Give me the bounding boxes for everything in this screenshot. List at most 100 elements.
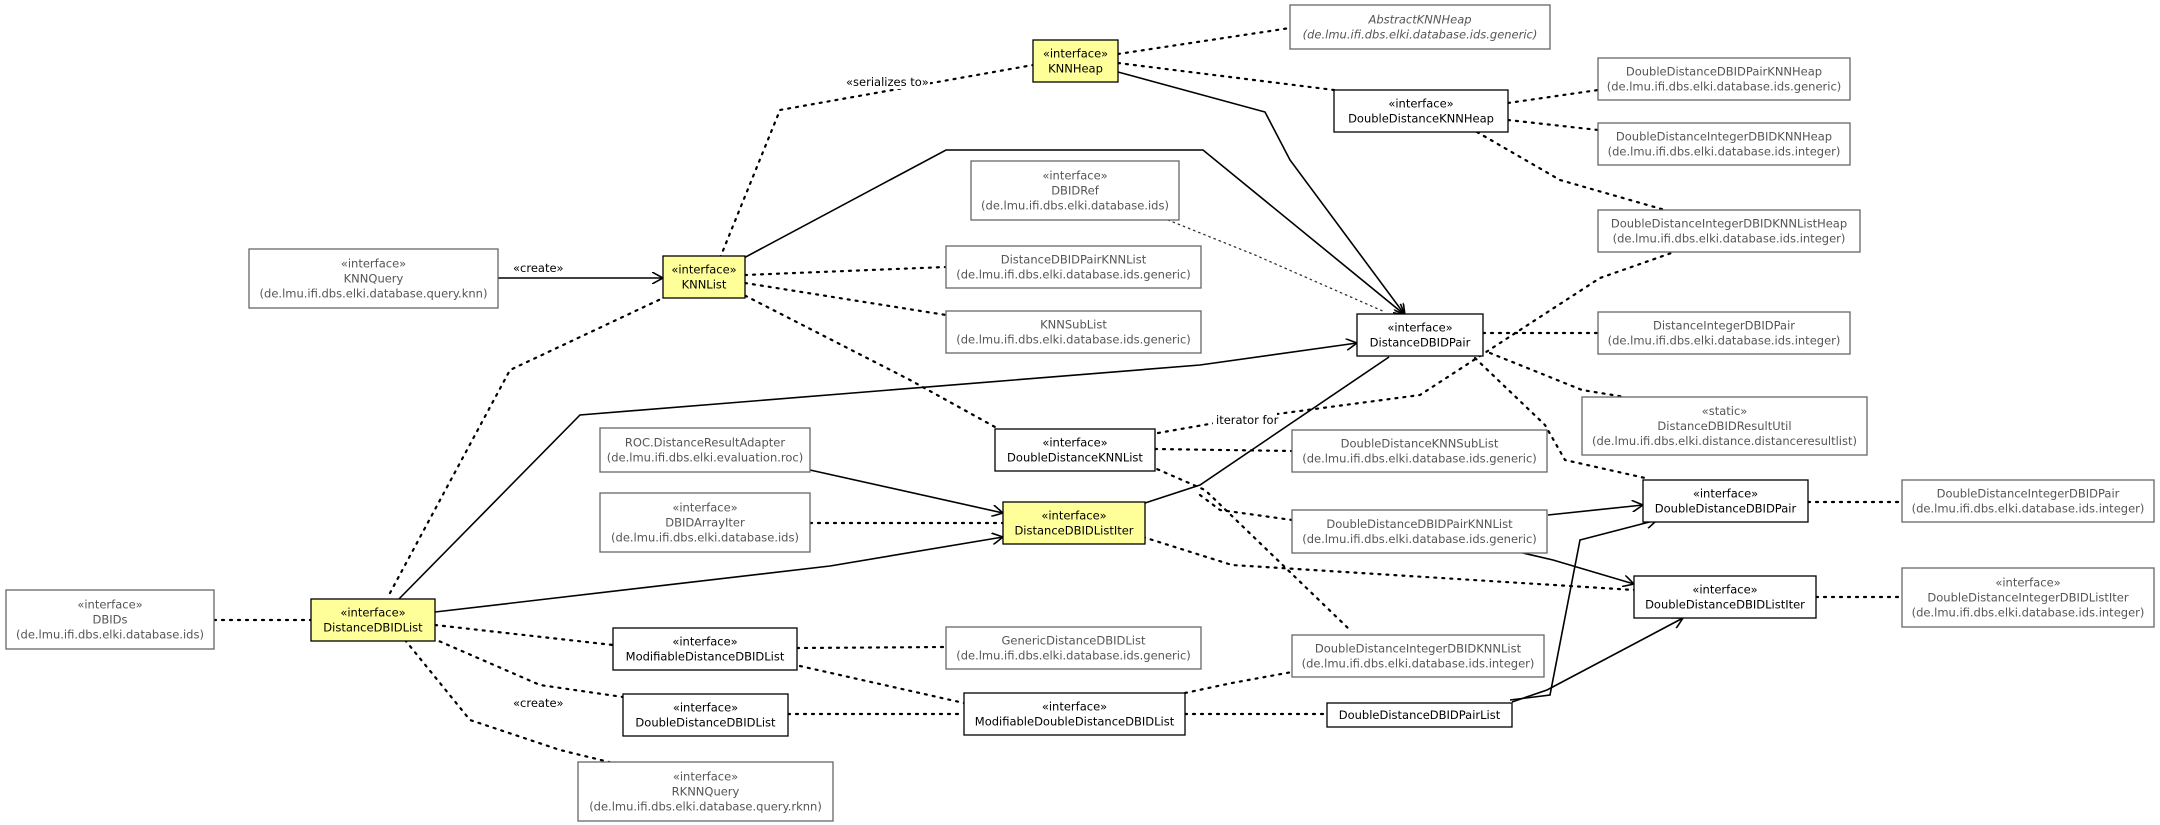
node-distance-dbid-list[interactable]: «interface»DistanceDBIDList	[310, 598, 436, 642]
node-dd-knn-heap[interactable]: «interface»DoubleDistanceKNNHeap	[1333, 89, 1509, 133]
node-label-line: (de.lmu.ifi.dbs.elki.database.ids.intege…	[1608, 145, 1841, 159]
node-label-line: «interface»	[673, 701, 738, 715]
edge-ddpairlist-ddlistiter	[1511, 618, 1683, 703]
node-box	[945, 626, 1202, 670]
node-label-line: (de.lmu.ifi.dbs.elki.database.ids)	[981, 199, 1169, 213]
node-label-line: «interface»	[672, 635, 737, 649]
node-label-line: (de.lmu.ifi.dbs.elki.database.ids.generi…	[1303, 28, 1538, 42]
node-rknn-query[interactable]: «interface»RKNNQuery(de.lmu.ifi.dbs.elki…	[577, 761, 834, 822]
node-box	[1291, 429, 1548, 473]
node-label-line: ModifiableDistanceDBIDList	[626, 650, 785, 664]
node-box	[662, 255, 746, 299]
node-label-line: DistanceDBIDPair	[1370, 336, 1471, 350]
node-box	[1289, 4, 1551, 50]
node-label-line: KNNQuery	[344, 272, 404, 286]
edge-distancedbidlist-listiter	[434, 537, 1003, 613]
node-label-line: DoubleDistanceKNNList	[1007, 451, 1143, 465]
node-dbid-array-iter[interactable]: «interface»DBIDArrayIter(de.lmu.ifi.dbs.…	[599, 492, 811, 553]
node-label-line: «interface»	[341, 257, 406, 271]
node-box	[1597, 122, 1851, 166]
edge-dbidref-distancedbidpair	[1167, 219, 1386, 313]
edge-ddknnheap-integerknnheap	[1506, 118, 1600, 132]
edge-roc-listiter	[809, 469, 1003, 513]
node-label-line: «interface»	[1995, 576, 2060, 590]
node-box	[1291, 634, 1545, 678]
node-dd-integer-dbid-pair[interactable]: DoubleDistanceIntegerDBIDPair(de.lmu.ifi…	[1901, 479, 2155, 523]
node-label-line: (de.lmu.ifi.dbs.elki.database.ids)	[16, 628, 204, 642]
node-label-line: «interface»	[1042, 700, 1107, 714]
node-modifiable-distance-dbid-list[interactable]: «interface»ModifiableDistanceDBIDList	[612, 627, 798, 671]
node-label-line: (de.lmu.ifi.dbs.elki.database.query.knn)	[260, 287, 488, 301]
node-label-line: (de.lmu.ifi.dbs.elki.database.ids.generi…	[1607, 80, 1842, 94]
node-knn-list[interactable]: «interface»KNNList	[662, 255, 746, 299]
node-dd-knn-sub-list[interactable]: DoubleDistanceKNNSubList(de.lmu.ifi.dbs.…	[1291, 429, 1548, 473]
node-generic-distance-dbid-list[interactable]: GenericDistanceDBIDList(de.lmu.ifi.dbs.e…	[945, 626, 1202, 670]
node-dbid-ref[interactable]: «interface»DBIDRef(de.lmu.ifi.dbs.elki.d…	[970, 160, 1180, 221]
node-box	[1597, 311, 1851, 355]
node-label-line: (de.lmu.ifi.dbs.elki.evaluation.roc)	[607, 451, 803, 465]
node-label-line: AbstractKNNHeap	[1367, 13, 1471, 27]
node-distance-dbid-result-util[interactable]: «static»DistanceDBIDResultUtil(de.lmu.if…	[1581, 396, 1868, 456]
node-label-line: (de.lmu.ifi.dbs.elki.database.ids.generi…	[1302, 452, 1537, 466]
node-dd-dbid-list[interactable]: «interface»DoubleDistanceDBIDList	[622, 693, 789, 737]
edge-knnlist-knnheap	[718, 63, 1035, 260]
node-label-line: DistanceDBIDResultUtil	[1657, 419, 1791, 433]
node-distance-integer-dbid-pair[interactable]: DistanceIntegerDBIDPair(de.lmu.ifi.dbs.e…	[1597, 311, 1851, 355]
edge-modifiable-generic	[795, 645, 948, 650]
edge-ddpairlist-ddpair	[1509, 520, 1657, 701]
node-label-line: «interface»	[1043, 47, 1108, 61]
node-label-line: DoubleDistanceDBIDPairKNNHeap	[1626, 65, 1822, 79]
node-distance-dbid-pair-knn-list[interactable]: DistanceDBIDPairKNNList(de.lmu.ifi.dbs.e…	[945, 245, 1202, 289]
node-dd-integer-dbid-knn-heap[interactable]: DoubleDistanceIntegerDBIDKNNHeap(de.lmu.…	[1597, 122, 1851, 166]
node-label-line: (de.lmu.ifi.dbs.elki.database.ids.generi…	[956, 333, 1191, 347]
node-dbids[interactable]: «interface»DBIDs(de.lmu.ifi.dbs.elki.dat…	[5, 589, 215, 650]
node-label-line: (de.lmu.ifi.dbs.elki.database.ids.generi…	[956, 649, 1191, 663]
node-label-line: DoubleDistanceIntegerDBIDKNNHeap	[1616, 130, 1832, 144]
node-box	[1597, 57, 1851, 101]
node-dd-integer-dbid-knn-list[interactable]: DoubleDistanceIntegerDBIDKNNList(de.lmu.…	[1291, 634, 1545, 678]
node-label-line: (de.lmu.ifi.dbs.elki.database.ids.intege…	[1302, 657, 1535, 671]
edge-knnlist-pairknnlist	[743, 265, 948, 277]
node-dd-dbid-pair[interactable]: «interface»DoubleDistanceDBIDPair	[1642, 479, 1809, 523]
node-box	[599, 427, 811, 473]
node-modifiable-dd-dbid-list[interactable]: «interface»ModifiableDoubleDistanceDBIDL…	[963, 692, 1186, 736]
node-knn-heap[interactable]: «interface»KNNHeap	[1032, 39, 1119, 83]
node-label-line: (de.lmu.ifi.dbs.elki.database.ids.intege…	[1912, 502, 2145, 516]
edge-ddknnlist-knnlistheap	[1156, 248, 1682, 435]
node-label-line: DBIDRef	[1051, 184, 1100, 198]
node-box	[970, 160, 1180, 221]
node-box	[1597, 209, 1861, 253]
node-dd-knn-list[interactable]: «interface»DoubleDistanceKNNList	[994, 428, 1156, 472]
node-knn-sub-list[interactable]: KNNSubList(de.lmu.ifi.dbs.elki.database.…	[945, 310, 1202, 354]
node-dd-dbid-pair-list[interactable]: DoubleDistanceDBIDPairList	[1326, 702, 1513, 728]
node-label-line: DistanceDBIDList	[323, 621, 423, 635]
node-distance-dbid-list-iter[interactable]: «interface»DistanceDBIDListIter	[1002, 501, 1146, 545]
node-dd-dbid-list-iter[interactable]: «interface»DoubleDistanceDBIDListIter	[1633, 575, 1817, 619]
node-dd-integer-dbid-knnlist-heap[interactable]: DoubleDistanceIntegerDBIDKNNListHeap(de.…	[1597, 209, 1861, 253]
node-knn-query[interactable]: «interface»KNNQuery(de.lmu.ifi.dbs.elki.…	[248, 248, 499, 309]
node-label-line: «interface»	[673, 770, 738, 784]
node-box	[577, 761, 834, 822]
node-label-line: DoubleDistanceIntegerDBIDKNNList	[1315, 642, 1522, 656]
node-label-line: DoubleDistanceIntegerDBIDListIter	[1927, 591, 2128, 605]
edge-labels-layer: «serializes to» «create» iterator for «c…	[512, 75, 1279, 710]
node-abstract-knn-heap[interactable]: AbstractKNNHeap(de.lmu.ifi.dbs.elki.data…	[1289, 4, 1551, 50]
node-label-line: «interface»	[1042, 169, 1107, 183]
node-label-line: «interface»	[1388, 97, 1453, 111]
node-box	[994, 428, 1156, 472]
node-box	[612, 627, 798, 671]
node-label-line: «static»	[1702, 404, 1748, 418]
edge-ddknnlist-ddknnsublist	[1153, 447, 1294, 453]
node-dd-dbid-pair-knn-heap[interactable]: DoubleDistanceDBIDPairKNNHeap(de.lmu.ifi…	[1597, 57, 1851, 101]
edge-knnheap-abstract	[1116, 26, 1292, 56]
edge-ddknnheap-pairknnheap	[1506, 88, 1600, 105]
node-distance-dbid-pair[interactable]: «interface»DistanceDBIDPair	[1356, 313, 1484, 357]
node-label-line: «interface»	[1041, 509, 1106, 523]
edge-knnlist-distancedbidpair	[739, 149, 1405, 315]
node-dd-integer-dbid-list-iter[interactable]: «interface»DoubleDistanceIntegerDBIDList…	[1901, 567, 2155, 628]
label-create-rknn: «create»	[513, 696, 564, 710]
node-box	[310, 598, 436, 642]
node-dd-dbid-pair-knn-list[interactable]: DoubleDistanceDBIDPairKNNList(de.lmu.ifi…	[1291, 509, 1548, 554]
node-box	[1032, 39, 1119, 83]
node-roc-adapter[interactable]: ROC.DistanceResultAdapter(de.lmu.ifi.dbs…	[599, 427, 811, 473]
